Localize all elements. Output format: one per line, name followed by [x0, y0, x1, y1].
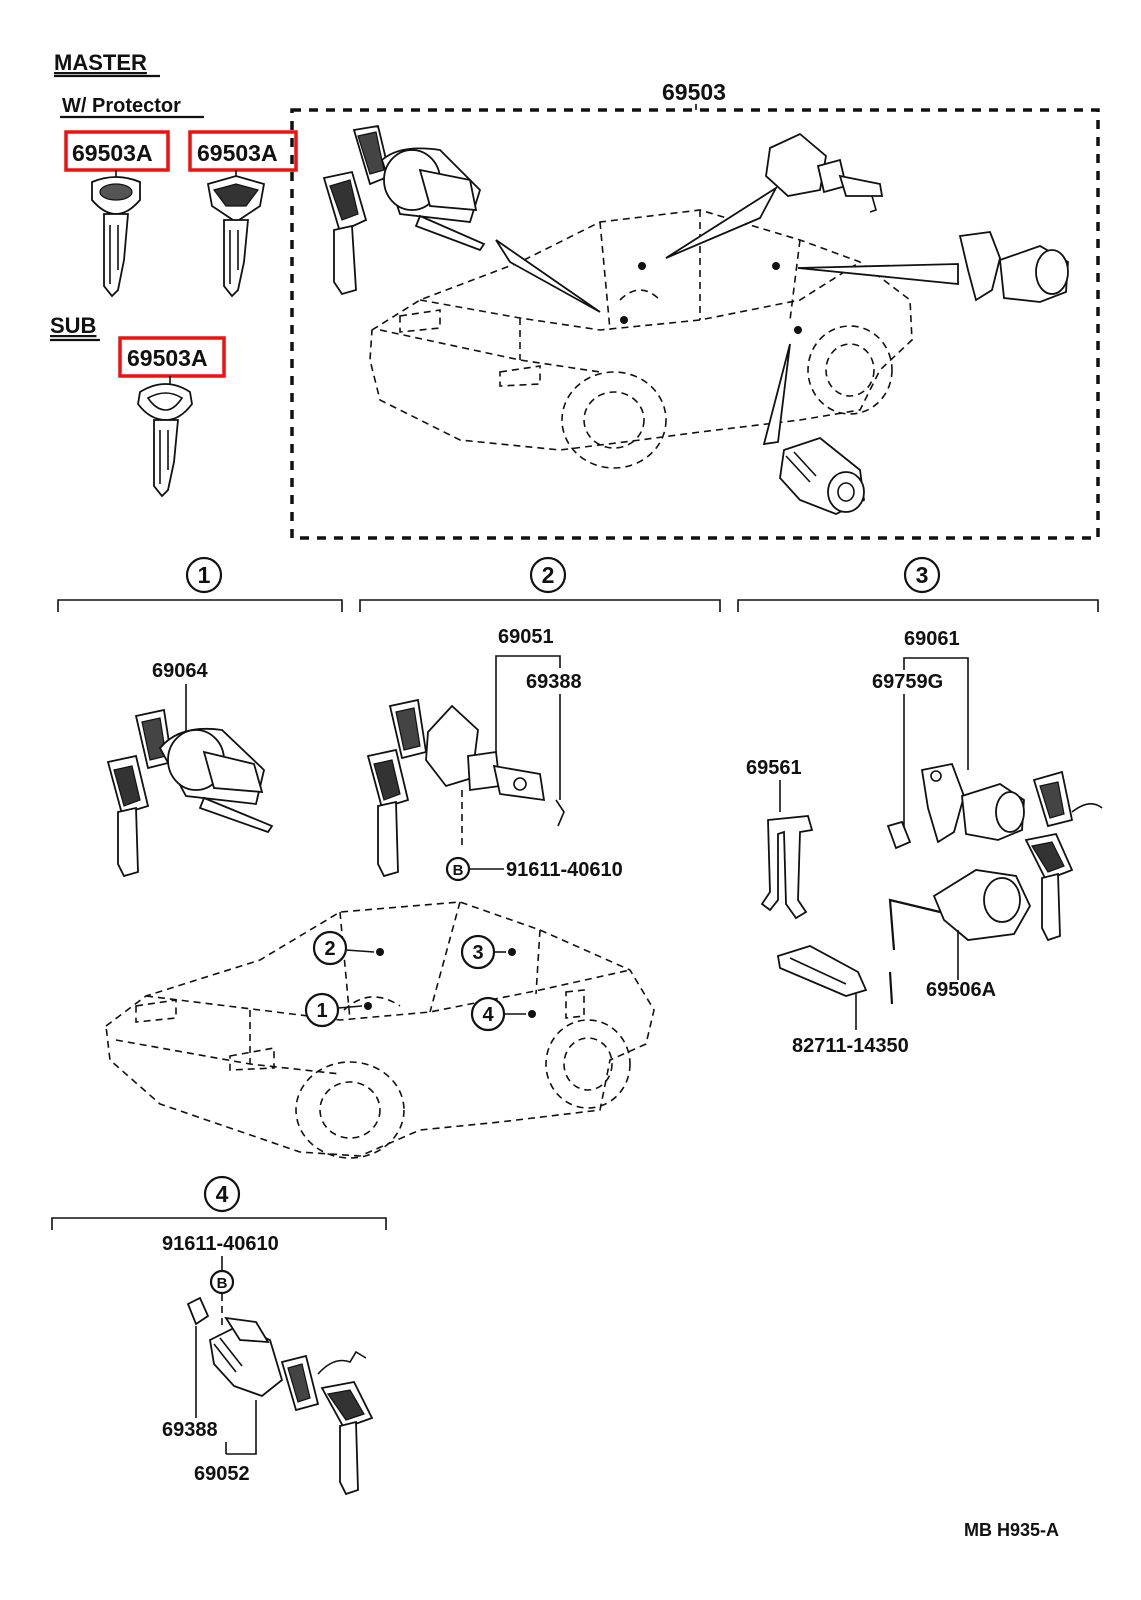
- part-label-69503[interactable]: 69503: [662, 79, 726, 105]
- part-label-69051-s2[interactable]: 69051: [498, 626, 554, 648]
- section-1-bracket: [57, 599, 343, 612]
- car-callout-2-number: 2: [324, 938, 335, 960]
- car-callout-1-leader: [337, 1005, 363, 1009]
- section-3-bracket: [737, 599, 1099, 612]
- bracket-69052: [226, 1400, 257, 1455]
- car-callout-1-number: 1: [316, 1000, 327, 1022]
- part-label-69759G[interactable]: 69759G: [872, 671, 943, 693]
- part-label-69506A[interactable]: 69506A: [926, 979, 996, 1001]
- door-lock-cylinder-s4-icon: [186, 1296, 374, 1496]
- kit-car-illustration: [369, 185, 959, 469]
- door-lock-assembly-icon: [760, 762, 1103, 1005]
- part-label-91611-40610-s4[interactable]: 91611-40610: [162, 1233, 279, 1255]
- part-label-69052[interactable]: 69052: [194, 1463, 250, 1485]
- car-callout-4-number: 4: [482, 1004, 494, 1026]
- car-callout-3-number: 3: [472, 942, 483, 964]
- section-2-number: 2: [542, 562, 555, 588]
- part-label-69503A-master-2[interactable]: 69503A: [197, 140, 278, 166]
- part-label-82711-14350[interactable]: 82711-14350: [792, 1035, 909, 1057]
- part-label-69388-s4[interactable]: 69388: [162, 1419, 218, 1441]
- bolt-symbol-s2: B: [445, 856, 471, 882]
- section-2-marker[interactable]: 2: [529, 556, 567, 594]
- section-3-number: 3: [916, 562, 929, 588]
- kit-door-lock-bottom-icon: [779, 436, 865, 515]
- car-callout-2-leader: [345, 949, 375, 953]
- kit-trunk-lock-icon: [765, 132, 884, 213]
- kit-dashed-box: [290, 108, 1100, 540]
- section-2-bracket: [359, 599, 721, 612]
- kit-ignition-lock-with-keys-icon: [322, 124, 486, 296]
- sub-key-icon: [137, 376, 193, 498]
- master-heading: MASTER: [54, 50, 147, 75]
- part-label-69503A-master-1[interactable]: 69503A: [72, 140, 153, 166]
- highlight-box-master-2: [188, 130, 298, 172]
- vehicle-location-illustration: [105, 901, 655, 1159]
- bolt-letter-s2: B: [453, 862, 464, 879]
- bolt-symbol-s4: B: [209, 1269, 235, 1295]
- bolt-letter-s4: B: [217, 1275, 228, 1292]
- car-callout-2[interactable]: 2: [312, 930, 348, 966]
- bracket-69061: [903, 657, 969, 670]
- diagram-code: MB H935-A: [964, 1520, 1059, 1540]
- car-callout-3[interactable]: 3: [460, 934, 496, 970]
- master-key-1-icon: [91, 170, 141, 298]
- part-label-69388-s2[interactable]: 69388: [526, 671, 582, 693]
- highlight-box-master-1: [64, 130, 170, 172]
- master-key-2-icon: [206, 170, 266, 298]
- sub-heading: SUB: [50, 313, 96, 338]
- bracket-69051: [495, 655, 561, 668]
- car-callout-1[interactable]: 1: [304, 992, 340, 1028]
- section-1-marker[interactable]: 1: [185, 556, 223, 594]
- kit-door-lock-right-icon: [958, 231, 1069, 303]
- w-protector-heading: W/ Protector: [62, 95, 181, 117]
- highlight-box-sub: [118, 336, 226, 378]
- part-label-69503A-sub[interactable]: 69503A: [127, 345, 208, 371]
- section-4-bracket: [51, 1217, 387, 1230]
- section-3-marker[interactable]: 3: [903, 556, 941, 594]
- part-label-69064[interactable]: 69064: [152, 660, 208, 682]
- section-4-number: 4: [216, 1181, 229, 1207]
- ignition-lock-assembly-icon: [106, 708, 274, 878]
- part-label-69561[interactable]: 69561: [746, 757, 802, 779]
- section-4-marker[interactable]: 4: [203, 1175, 241, 1213]
- section-1-number: 1: [198, 562, 211, 588]
- glove-box-lock-icon: [366, 698, 565, 878]
- car-callout-4[interactable]: 4: [470, 996, 506, 1032]
- part-label-69061[interactable]: 69061: [904, 628, 960, 650]
- part-label-91611-40610-s2[interactable]: 91611-40610: [506, 859, 623, 881]
